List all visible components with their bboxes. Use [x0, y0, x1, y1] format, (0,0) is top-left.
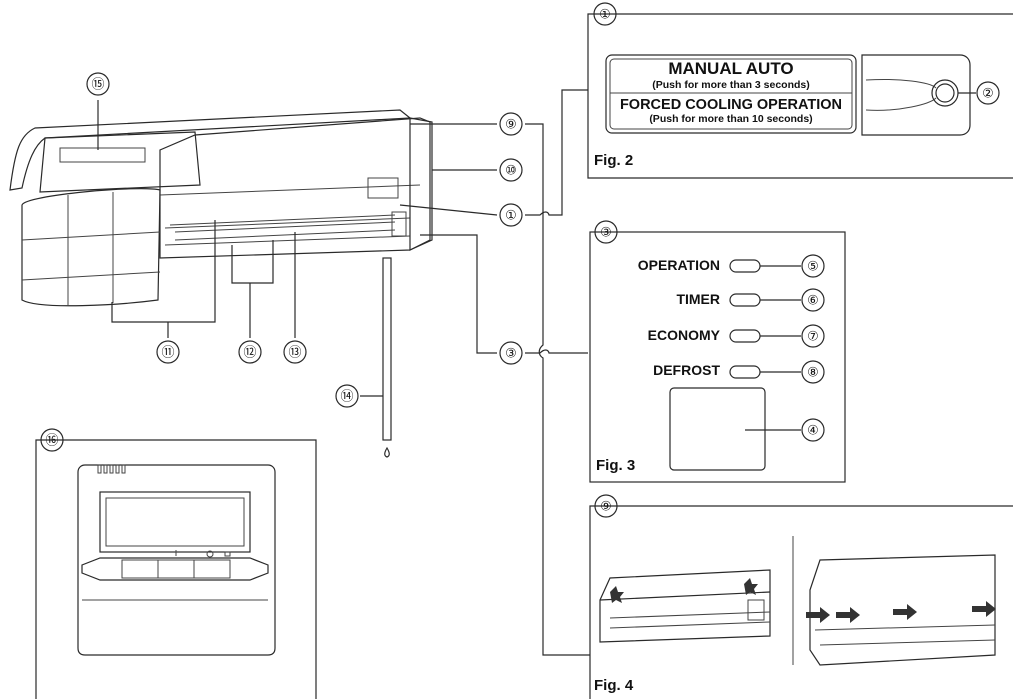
fig2-caption: Fig. 2 — [594, 152, 633, 169]
operation-lamp — [729, 259, 761, 273]
manual-auto-label: MANUAL AUTO — [668, 59, 793, 78]
indicator-defrost: DEFROST ⑧ — [653, 360, 825, 384]
svg-text:⑨: ⑨ — [505, 117, 517, 132]
wired-remote-controller — [77, 464, 276, 656]
svg-text:⑤: ⑤ — [807, 259, 819, 274]
callout-3: ③ — [499, 341, 523, 365]
defrost-lamp — [729, 365, 761, 379]
indoor-unit-illustration — [9, 109, 433, 458]
svg-text:⑮: ⑮ — [91, 77, 104, 92]
svg-text:TIMER: TIMER — [676, 291, 720, 307]
speaker-grille — [97, 464, 126, 474]
svg-text:OPERATION: OPERATION — [638, 257, 720, 273]
airflow-louvers — [169, 214, 396, 241]
arrow-icon — [806, 607, 830, 623]
fig4-unit-open — [599, 569, 771, 643]
svg-text:DEFROST: DEFROST — [653, 362, 720, 378]
fig4-callout-9: ⑨ — [600, 499, 612, 514]
indicator-economy: ECONOMY ⑦ — [648, 324, 825, 348]
fig4-caption: Fig. 4 — [594, 677, 634, 694]
svg-text:⑧: ⑧ — [807, 365, 819, 380]
callout-16: ⑯ — [45, 433, 58, 448]
indicator-operation: OPERATION ⑤ — [638, 254, 825, 278]
callout-9: ⑨ — [499, 112, 523, 136]
fig3-callout-3: ③ — [600, 225, 612, 240]
svg-text:④: ④ — [807, 423, 819, 438]
fig4-unit-closed — [806, 554, 996, 666]
wired-remote-panel: ⑯ — [35, 428, 317, 699]
svg-text:⑥: ⑥ — [807, 293, 819, 308]
manual-auto-hint: (Push for more than 3 seconds) — [652, 79, 810, 91]
manual-auto-plate — [605, 54, 857, 134]
callout-11: ⑪ — [156, 340, 180, 364]
air-filter — [21, 188, 161, 307]
economy-lamp — [729, 329, 761, 343]
remote-buttons — [81, 557, 269, 581]
fig3-panel: ③ OPERATION ⑤ TIMER ⑥ ECONOMY ⑦ DEFROST — [589, 220, 846, 483]
arrow-icon — [836, 607, 860, 623]
remote-button-left — [121, 559, 159, 579]
callout-14: ⑭ — [335, 384, 359, 408]
arrow-icon — [893, 604, 917, 620]
fig2-callout-2: ② — [982, 86, 994, 101]
fig2-panel: ① MANUAL AUTO (Push for more than 3 seco… — [587, 2, 1013, 179]
svg-text:ECONOMY: ECONOMY — [648, 327, 721, 343]
callout-13: ⑬ — [283, 340, 307, 364]
svg-text:⑪: ⑪ — [161, 345, 174, 360]
svg-text:①: ① — [505, 208, 517, 223]
svg-text:⑩: ⑩ — [505, 163, 517, 178]
svg-text:⑦: ⑦ — [807, 329, 819, 344]
callout-1: ① — [499, 203, 523, 227]
indicator-timer: TIMER ⑥ — [676, 288, 825, 312]
fig4-panel: ⑨ Fig. 4 — [589, 494, 1013, 699]
svg-text:⑫: ⑫ — [243, 345, 256, 360]
timer-lamp — [729, 293, 761, 307]
arrow-icon — [744, 578, 758, 595]
arrow-icon — [972, 601, 996, 617]
arrow-icon — [610, 586, 624, 603]
remote-button-center — [157, 559, 195, 579]
fig3-caption: Fig. 3 — [596, 457, 635, 474]
leader-lines — [97, 89, 590, 656]
lcd-screen — [99, 491, 251, 553]
drain-hose — [382, 257, 392, 458]
receiver-window: ④ — [669, 387, 825, 471]
svg-text:⑬: ⑬ — [288, 345, 301, 360]
callout-10: ⑩ — [499, 158, 523, 182]
svg-text:⑭: ⑭ — [340, 389, 353, 404]
svg-text:③: ③ — [505, 346, 517, 361]
callout-12: ⑫ — [238, 340, 262, 364]
callout-15: ⑮ — [86, 72, 110, 96]
forced-cooling-label: FORCED COOLING OPERATION — [620, 97, 842, 113]
forced-cooling-hint: (Push for more than 10 seconds) — [649, 113, 812, 125]
fig2-callout-1: ① — [599, 7, 611, 22]
remote-button-right — [193, 559, 231, 579]
manual-auto-button-housing — [861, 54, 971, 136]
